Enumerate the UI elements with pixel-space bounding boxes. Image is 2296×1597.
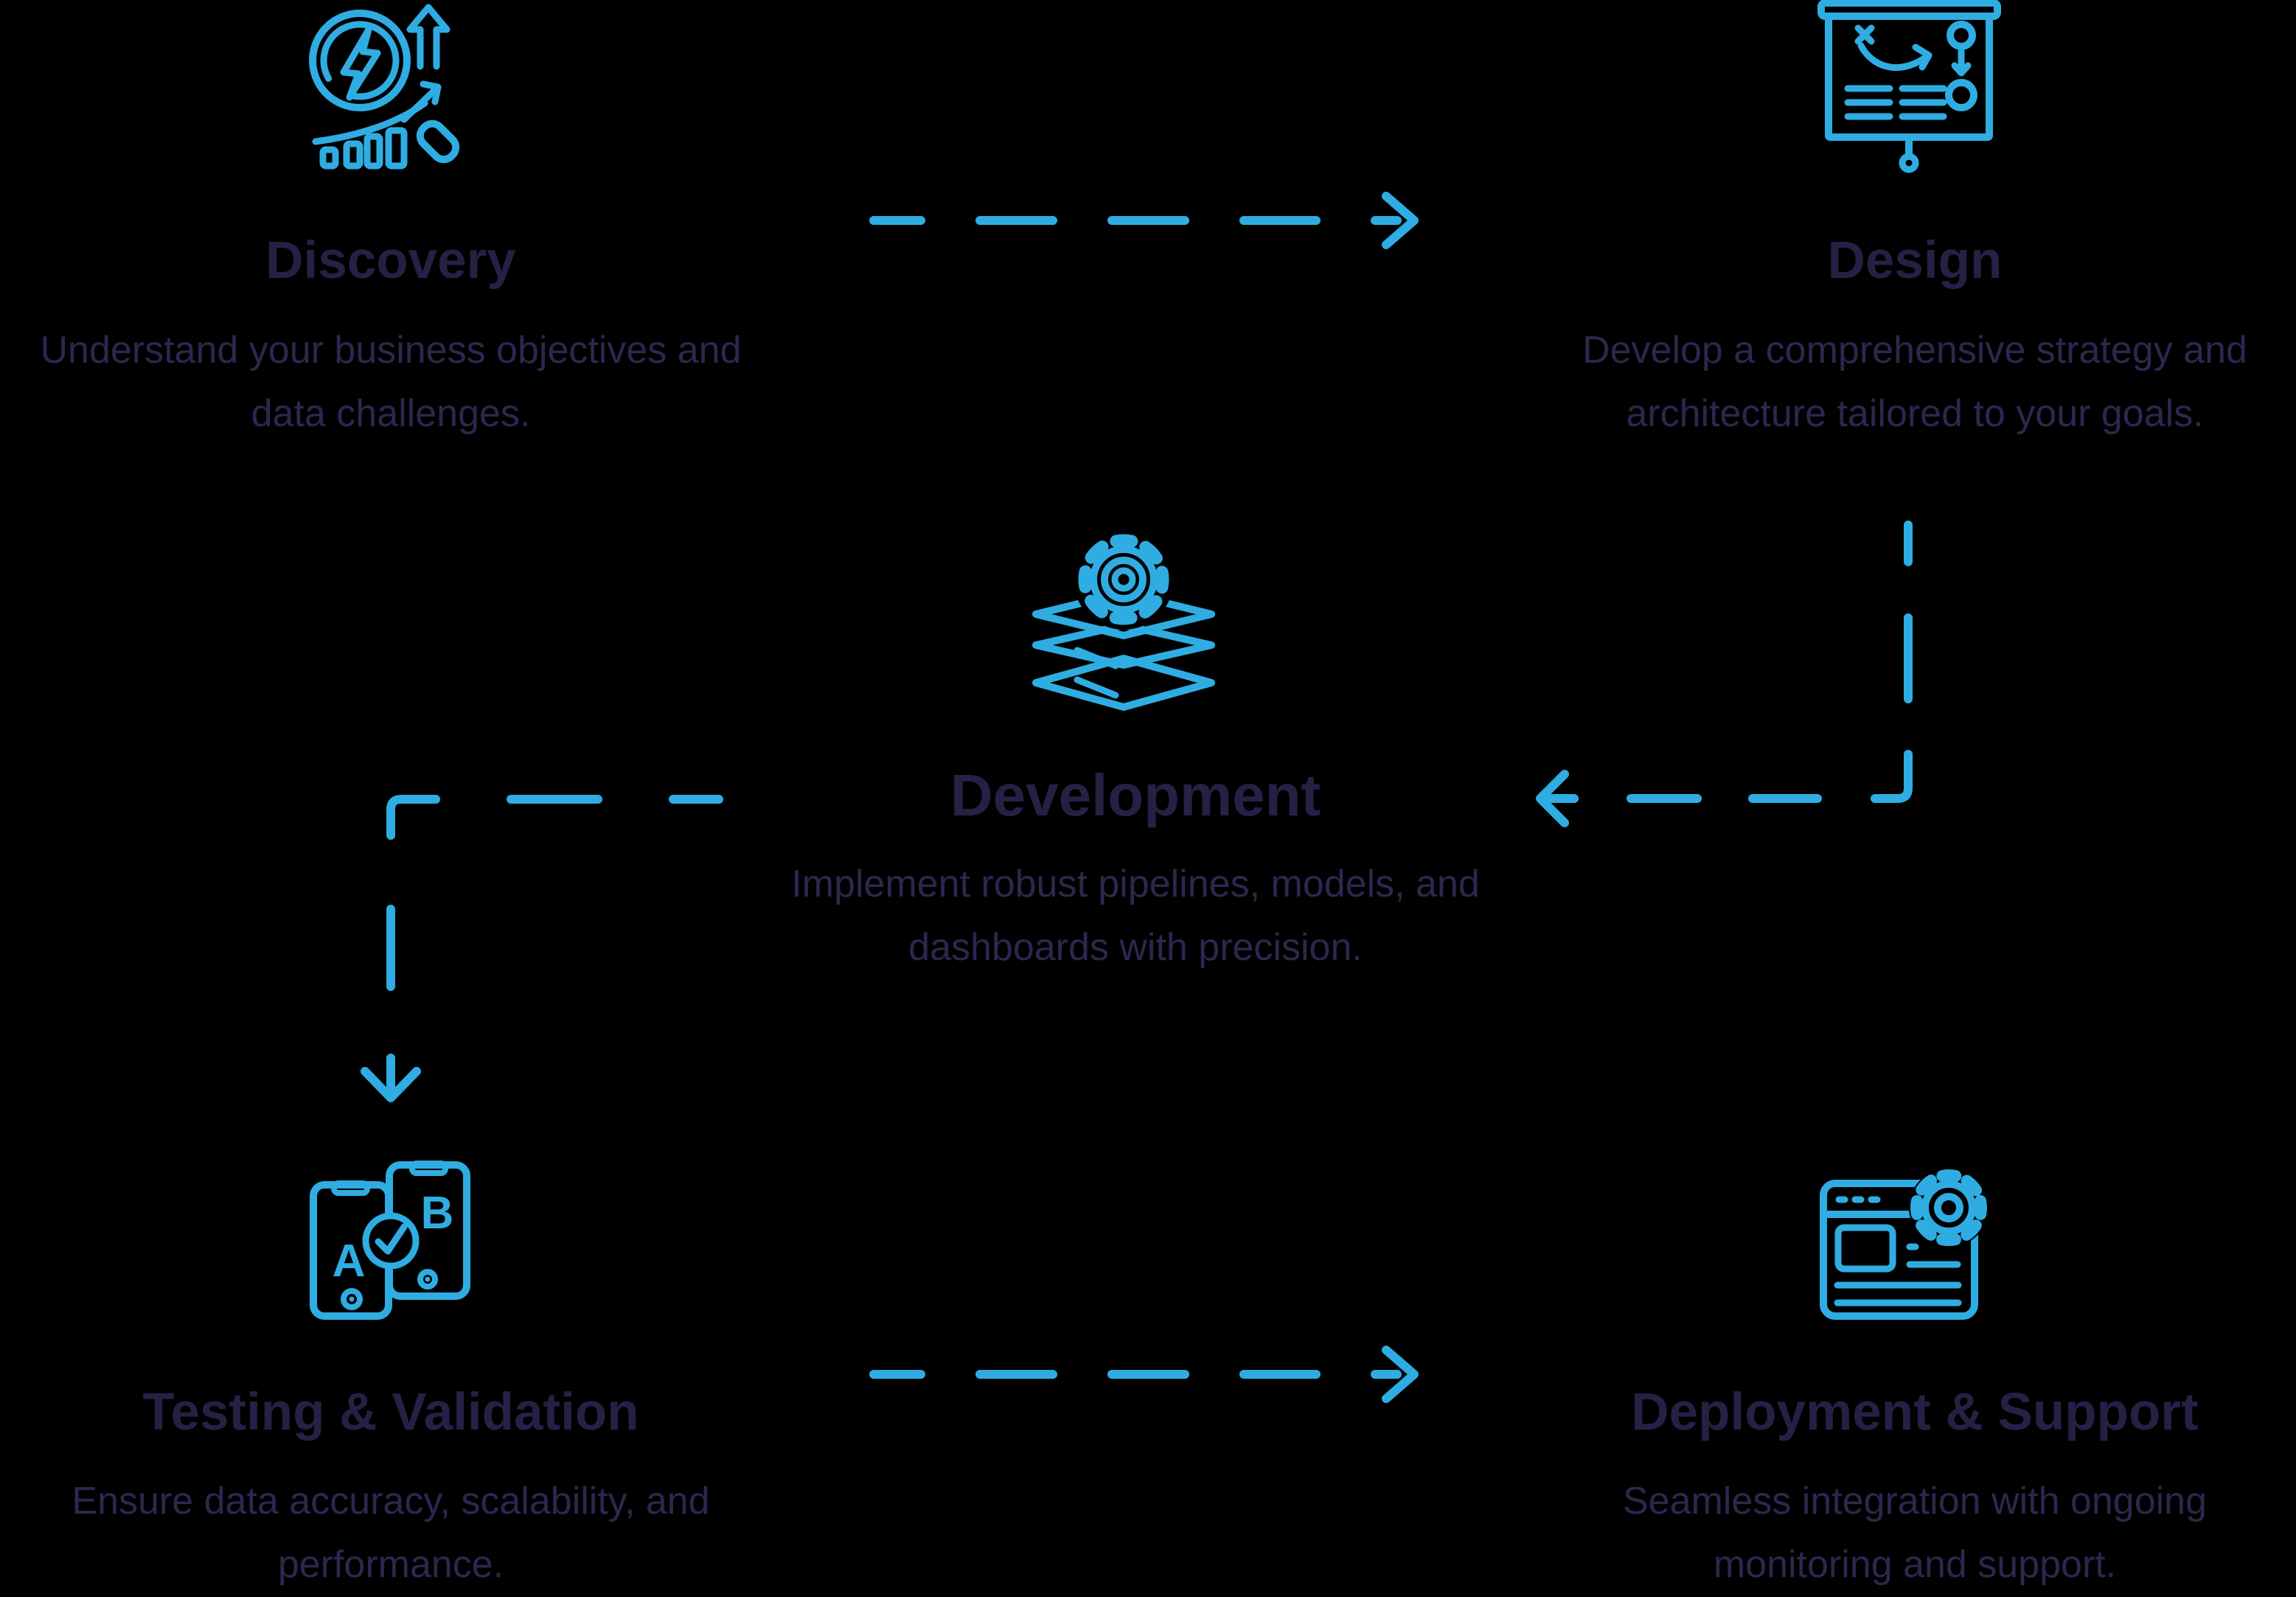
step-description-line: Seamless integration with ongoing: [1622, 1480, 2208, 1523]
step-description-line: monitoring and support.: [1713, 1543, 2117, 1586]
arrow-development-to-testing-icon: [361, 795, 723, 1102]
step-description-line: data challenges.: [251, 392, 531, 435]
step-description: Seamless integration with ongoing monito…: [1524, 1469, 2296, 1596]
step-description-line: Implement robust pipelines, models, and: [791, 863, 1480, 905]
magnifier-lightning-growth-icon: [309, 4, 460, 170]
step-title: Development: [950, 762, 1321, 828]
step-description-line: performance.: [277, 1543, 504, 1586]
variant-a-label: A: [333, 1236, 366, 1287]
arrow-discovery-to-design-icon: [869, 192, 1419, 249]
browser-gear-icon: [1820, 1168, 1989, 1320]
step-description: Ensure data accuracy, scalability, and p…: [0, 1469, 782, 1596]
step-description: Implement robust pipelines, models, and …: [745, 852, 1526, 979]
step-description-line: Ensure data accuracy, scalability, and: [72, 1480, 710, 1523]
arrow-testing-to-deployment-icon: [869, 1346, 1419, 1403]
step-description-line: Develop a comprehensive strategy and: [1582, 329, 2247, 372]
step-title: Discovery: [265, 232, 516, 290]
design-icon: [1817, 0, 2001, 173]
step-description-line: architecture tailored to your goals.: [1626, 392, 2204, 435]
gear-stacked-layers-icon: [1032, 529, 1215, 711]
arrow-design-to-development-icon: [1536, 521, 1913, 827]
deployment-icon: [1820, 1161, 1993, 1322]
development-icon: [1032, 525, 1215, 714]
ab-testing-phones-check-icon: B A: [310, 1161, 470, 1320]
testing-icon: B A: [310, 1161, 472, 1322]
step-title: Design: [1827, 232, 2003, 290]
variant-b-label: B: [421, 1188, 454, 1239]
strategy-presentation-board-icon: [1817, 0, 2001, 173]
discovery-icon: [308, 1, 467, 170]
step-description: Develop a comprehensive strategy and arc…: [1524, 319, 2296, 445]
step-description-line: dashboards with precision.: [908, 926, 1363, 969]
step-description: Understand your business objectives and …: [0, 319, 782, 445]
step-title: Deployment & Support: [1631, 1383, 2199, 1441]
step-title: Testing & Validation: [142, 1383, 639, 1441]
step-description-line: Understand your business objectives and: [40, 329, 742, 372]
